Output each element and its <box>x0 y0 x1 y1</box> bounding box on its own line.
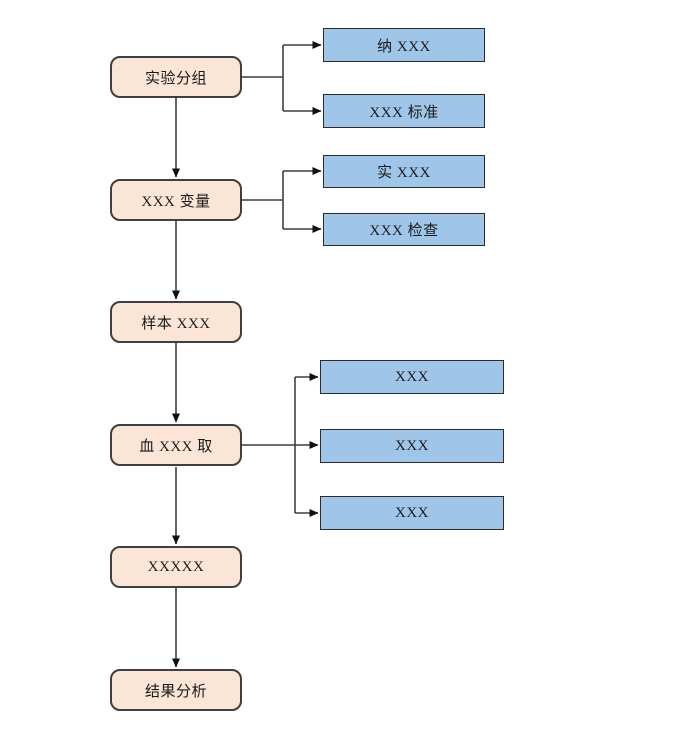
flow-node-label: XXX 变量 <box>141 193 211 210</box>
branch-node-3a: XXX <box>320 360 504 394</box>
flow-node-step-6: 结果分析 <box>110 669 242 711</box>
branch-node-1b: XXX 标准 <box>323 94 485 128</box>
flow-node-step-3: 样本 XXX <box>110 301 242 343</box>
flow-node-step-4: 血 XXX 取 <box>110 424 242 466</box>
branch-node-2a: 实 XXX <box>323 155 485 188</box>
branch-node-label: XXX <box>395 437 429 454</box>
flow-node-step-2: XXX 变量 <box>110 179 242 221</box>
branch-node-label: 实 XXX <box>377 165 431 181</box>
branch-node-1a: 纳 XXX <box>323 28 485 62</box>
flow-node-step-1: 实验分组 <box>110 56 242 98</box>
branch-node-3b: XXX <box>320 429 504 463</box>
branch-node-label: XXX 检查 <box>369 223 439 239</box>
flow-node-label: 样本 XXX <box>141 315 211 332</box>
branch-node-label: XXX 标准 <box>369 104 439 121</box>
branch-node-2b: XXX 检查 <box>323 213 485 246</box>
flow-node-label: 结果分析 <box>144 683 207 700</box>
flow-node-label: 实验分组 <box>144 70 207 87</box>
branch-node-3c: XXX <box>320 496 504 530</box>
branch-node-label: XXX <box>395 504 429 521</box>
flow-node-step-5: XXXXX <box>110 546 242 588</box>
branch-node-label: 纳 XXX <box>377 38 431 55</box>
flow-node-label: 血 XXX 取 <box>139 438 213 455</box>
flow-node-label: XXXXX <box>147 558 205 575</box>
branch-node-label: XXX <box>395 368 429 385</box>
